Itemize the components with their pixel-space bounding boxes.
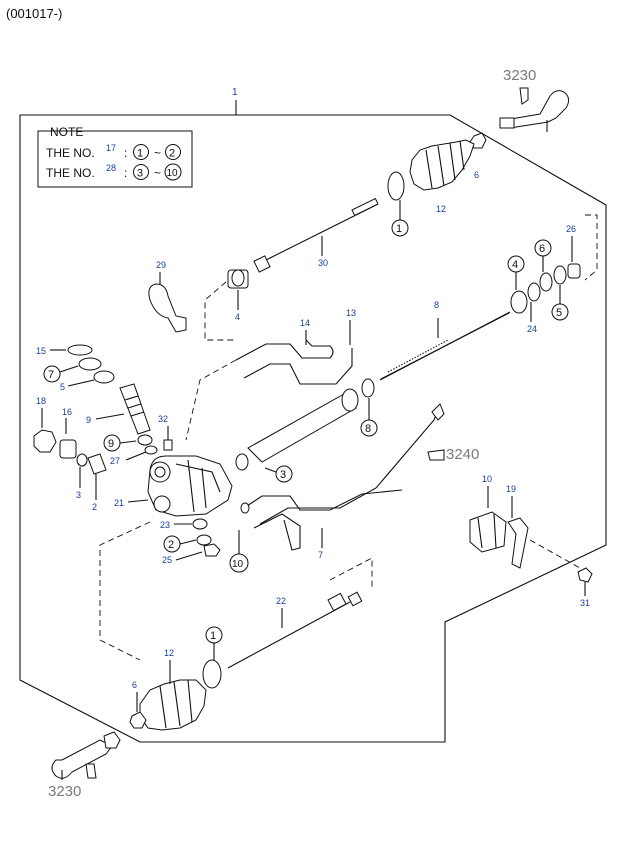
label-25: 25	[162, 555, 172, 565]
note-row1-from: 1	[137, 148, 143, 160]
part-1-circled-lower: 1	[202, 626, 223, 689]
label-9-circled: 9	[108, 438, 114, 450]
label-12-lower: 12	[164, 648, 174, 658]
right-small-parts: 4 6 26 24 5	[507, 214, 598, 334]
label-9: 9	[86, 415, 91, 425]
label-32: 32	[158, 414, 168, 424]
label-19: 19	[506, 484, 516, 494]
label-23: 23	[160, 520, 170, 530]
label-6-right: 6	[539, 243, 545, 255]
label-2-circled: 2	[168, 539, 174, 551]
note-row2-to: 10	[167, 168, 179, 179]
tie-rod-end-top: 3230	[499, 67, 570, 132]
note-row1-to: 2	[169, 148, 175, 160]
label-5-left: 5	[60, 382, 65, 392]
label-24: 24	[527, 324, 537, 334]
label-6-lower: 6	[132, 680, 137, 690]
label-4-upper: 4	[235, 312, 240, 322]
label-5-right: 5	[556, 307, 562, 319]
label-22: 22	[276, 596, 286, 606]
part-14-13-pipes: 14 13	[185, 308, 356, 441]
parts-10-19-31: 10 19 31	[469, 474, 593, 608]
parts-23-2-25: 23 2 25	[160, 518, 221, 565]
label-31: 31	[580, 598, 590, 608]
label-21: 21	[114, 498, 124, 508]
label-10-circled: 10	[232, 559, 244, 570]
label-3-right: 3	[280, 469, 286, 481]
note-box: NOTE THE NO. 17 : 1 ~ 2 THE NO. 28 : 3 ~…	[37, 125, 193, 188]
label-7-circled: 7	[48, 369, 54, 381]
part-6-nut-top: 6	[469, 132, 487, 180]
label-15: 15	[36, 346, 46, 356]
part-22-inner-shaft-lower: 22	[227, 557, 373, 669]
label-8-top: 8	[434, 300, 439, 310]
part-8-rack: 8 8	[360, 300, 511, 437]
part-12-boot-top: 12	[387, 139, 475, 214]
label-27: 27	[110, 456, 120, 466]
label-3-left: 3	[76, 490, 81, 500]
note-row2-prefix: THE NO.	[46, 166, 95, 180]
part-7-pipes: 7 10	[229, 403, 445, 573]
part-4-bushing-upper: 4	[204, 269, 249, 341]
note-row2-num: 28	[106, 163, 116, 173]
ref-3240-text: 3240	[446, 446, 479, 463]
part-1-circled-top: 1	[391, 200, 409, 237]
ref-3230-bottom: 3230	[48, 783, 81, 800]
part-3-cylinder: 3	[235, 388, 359, 483]
label-14: 14	[300, 318, 310, 328]
part-21-gear-housing: 21	[99, 455, 233, 661]
part-29-clamp: 29	[148, 260, 187, 333]
label-6-top: 6	[474, 170, 479, 180]
label-12-top: 12	[436, 204, 446, 214]
assembly-outline	[19, 114, 607, 743]
part-30-inner-shaft: 30	[253, 197, 379, 273]
pinion-parts: 15 7 5 9 18 16 3 2 9 27 32	[33, 344, 173, 512]
label-7-pipe: 7	[318, 550, 323, 560]
note-title: NOTE	[50, 125, 83, 139]
note-row2-colon: :	[124, 166, 127, 180]
label-13: 13	[346, 308, 356, 318]
label-29: 29	[156, 260, 166, 270]
assembly-number: 1	[232, 87, 238, 98]
label-8-circled: 8	[365, 423, 371, 435]
label-26: 26	[566, 224, 576, 234]
label-16: 16	[62, 407, 72, 417]
label-10-top: 10	[482, 474, 492, 484]
label-1-lower: 1	[210, 630, 216, 642]
tie-rod-end-bottom: 3230	[48, 731, 121, 800]
ref-3230-top: 3230	[503, 67, 536, 84]
label-4-right: 4	[512, 259, 518, 271]
note-row2-from: 3	[137, 168, 143, 180]
label-2-left: 2	[92, 502, 97, 512]
ref-3240: 3240	[427, 446, 479, 463]
label-30: 30	[318, 258, 328, 268]
part-6-nut-lower: 6	[129, 680, 147, 729]
note-row1-colon: :	[124, 146, 127, 160]
label-1-top: 1	[396, 223, 402, 235]
note-row1-prefix: THE NO.	[46, 146, 95, 160]
label-18: 18	[36, 396, 46, 406]
part-12-boot-lower: 12	[139, 648, 207, 731]
note-row2-tilde: ~	[154, 166, 161, 180]
note-row1-num: 17	[106, 143, 116, 153]
note-row1-tilde: ~	[154, 146, 161, 160]
header-code: (001017-)	[6, 6, 62, 21]
